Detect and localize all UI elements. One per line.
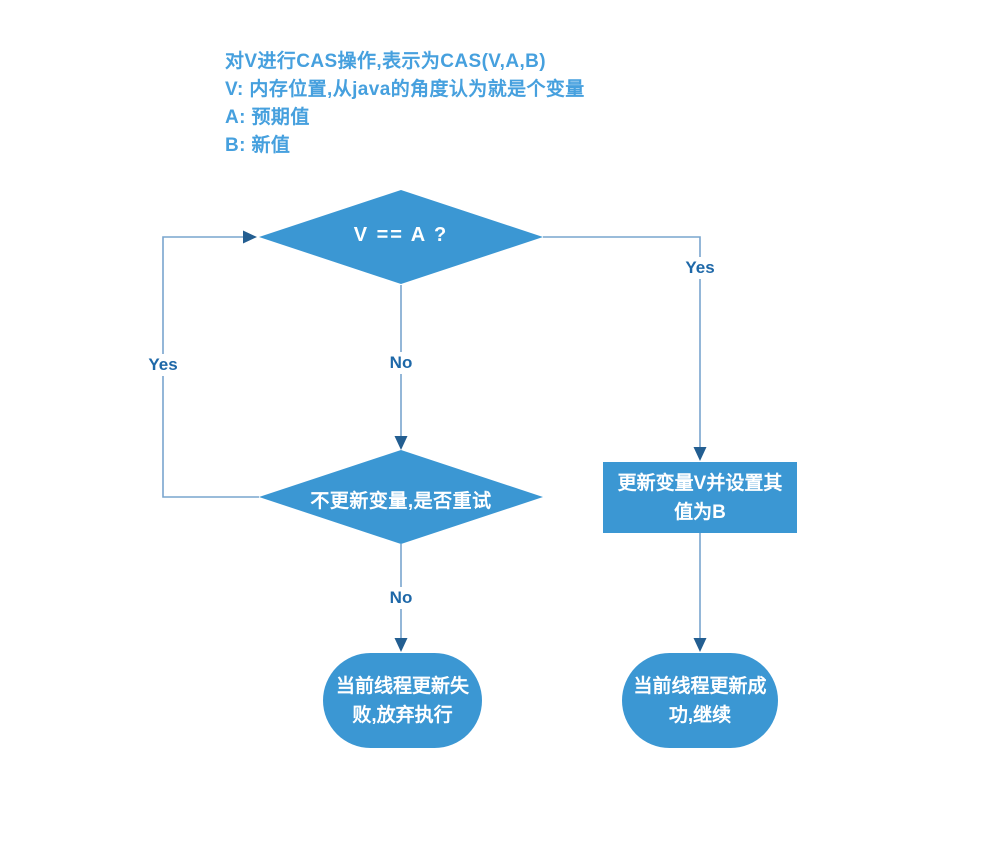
edge-label-yes-left: Yes xyxy=(144,354,182,376)
edge-label-no-middle: No xyxy=(385,352,417,374)
process-update-node: 更新变量V并设置其值为B xyxy=(603,462,797,533)
edge-label-yes-right: Yes xyxy=(681,257,719,279)
arrowhead-into-process xyxy=(693,447,707,461)
arrowhead-into-terminator-fail xyxy=(394,638,408,652)
note-line-4: B: 新值 xyxy=(225,135,291,156)
decision-retry-shape xyxy=(259,450,543,544)
terminator-fail-label: 当前线程更新失败,放弃执行 xyxy=(335,675,469,726)
edge-decision1-yes-right xyxy=(543,236,701,458)
arrowhead-into-decision1 xyxy=(243,230,257,244)
note-text: 对V进行CAS操作,表示为CAS(V,A,B) V: 内存位置,从java的角度… xyxy=(225,48,585,160)
process-update-label: 更新变量V并设置其值为B xyxy=(617,472,783,523)
terminator-success-node: 当前线程更新成功,继续 xyxy=(622,653,778,748)
note-line-3: A: 预期值 xyxy=(225,107,310,128)
arrowhead-into-terminator-success xyxy=(693,638,707,652)
decision-v-eq-a-shape xyxy=(259,190,543,284)
terminator-success-label: 当前线程更新成功,继续 xyxy=(633,675,767,726)
note-line-1: 对V进行CAS操作,表示为CAS(V,A,B) xyxy=(225,51,546,72)
edge-label-no-bottom: No xyxy=(385,587,417,609)
arrowhead-into-decision2 xyxy=(394,436,408,450)
terminator-fail-node: 当前线程更新失败,放弃执行 xyxy=(323,653,482,748)
note-line-2: V: 内存位置,从java的角度认为就是个变量 xyxy=(225,79,585,100)
